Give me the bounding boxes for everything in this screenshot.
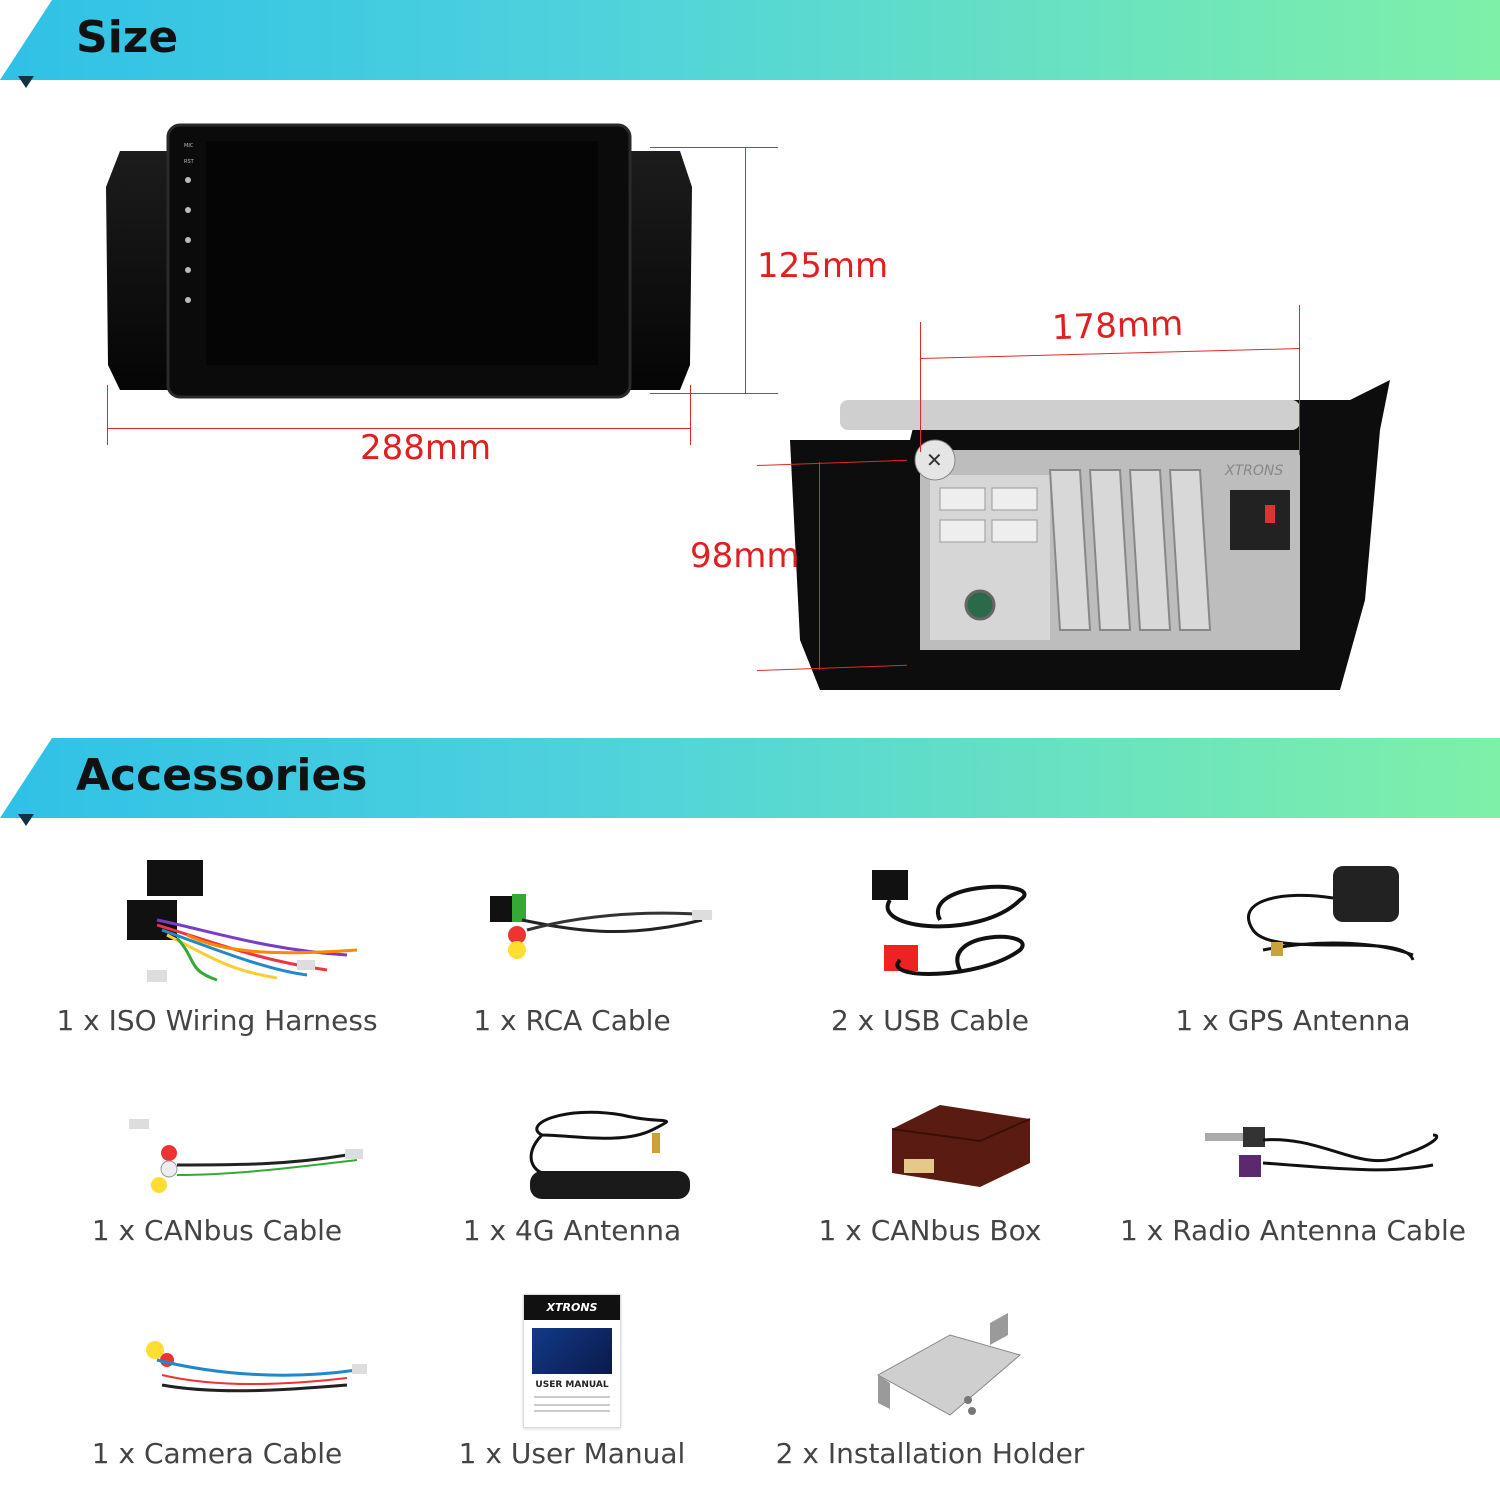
banner-notch [0,0,52,80]
accessory-label: 1 x ISO Wiring Harness [56,1004,378,1037]
width-front-dimension: 288mm [360,428,492,468]
rst-label: RST [184,159,195,165]
radio-antenna-cable-icon [1205,1127,1439,1177]
accessory-item: 1 x ISO Wiring Harness [37,850,397,1037]
accessory-item: 1 x GPS Antenna [1113,850,1473,1037]
accessory-label: 1 x CANbus Cable [91,1214,343,1247]
accessory-item: 1 x Camera Cable [37,1295,397,1470]
camera-cable-icon [146,1341,368,1393]
4g-antenna-icon [529,1110,690,1199]
usb-cable-icon [872,870,1027,976]
accessories-section-title: Accessories [76,750,368,801]
height-front-dimension: 125mm [757,246,889,286]
installation-holder-icon [876,1313,1022,1416]
accessory-label: 2 x Installation Holder [775,1437,1085,1470]
accessory-label: 1 x GPS Antenna [1175,1004,1411,1037]
height-dimension-top-tick [650,147,778,148]
manual-brand: XTRONS [524,1295,620,1320]
banner-pointer-icon [18,814,34,826]
size-section-title: Size [76,12,179,63]
accessory-label: 1 x Camera Cable [91,1437,343,1470]
accessory-item: 2 x Installation Holder [750,1295,1110,1470]
gps-antenna-icon [1247,866,1415,961]
width-dimension-left-tick [107,385,108,445]
user-manual-icon: XTRONS USER MANUAL [523,1294,621,1428]
accessory-label: 1 x Radio Antenna Cable [1120,1214,1466,1247]
accessory-item: 1 x CANbus Cable [37,1090,397,1247]
size-section-banner: Size [0,0,1500,88]
width-dimension-right-tick [690,385,691,445]
accessory-item: 1 x CANbus Box [750,1090,1110,1247]
accessory-label: 2 x USB Cable [830,1004,1030,1037]
rear-width-right-tick [1299,305,1300,455]
width-rear-dimension: 178mm [1051,303,1184,349]
manual-screen-image [532,1328,612,1374]
manual-title: USER MANUAL [535,1380,609,1390]
accessory-label: 1 x CANbus Box [818,1214,1042,1247]
width-dimension-line [107,428,690,429]
banner-notch [0,738,52,818]
height-dimension-line [745,147,746,393]
rear-width-left-tick [920,322,921,452]
canbus-cable-icon [129,1119,363,1193]
rear-brand-mark: XTRONS [1224,463,1283,479]
head-unit-front-image: MIC RST [106,123,692,399]
accessory-label: 1 x 4G Antenna [462,1214,682,1247]
banner-pointer-icon [18,76,34,88]
rear-width-line [919,348,1300,359]
accessory-item: 1 x RCA Cable [392,850,752,1037]
accessories-section-banner: Accessories [0,738,1500,826]
accessory-label: 1 x RCA Cable [473,1004,671,1037]
accessory-item: 2 x USB Cable [750,850,1110,1037]
accessory-label: 1 x User Manual [458,1437,686,1470]
mic-label: MIC [184,143,194,149]
accessory-item: 1 x 4G Antenna [392,1090,752,1247]
canbus-box-icon [891,1105,1031,1187]
svg-text:✕: ✕ [926,448,943,472]
rear-height-line [819,462,820,670]
accessory-item: XTRONS USER MANUAL 1 x User Manual [392,1290,752,1470]
accessory-item: 1 x Radio Antenna Cable [1113,1090,1473,1247]
head-unit-rear-image: XTRONS ✕ [790,380,1390,690]
wiring-harness-icon [127,860,358,982]
height-dimension-bottom-tick [650,393,778,394]
rca-cable-icon [490,894,713,959]
height-rear-dimension: 98mm [690,536,800,576]
